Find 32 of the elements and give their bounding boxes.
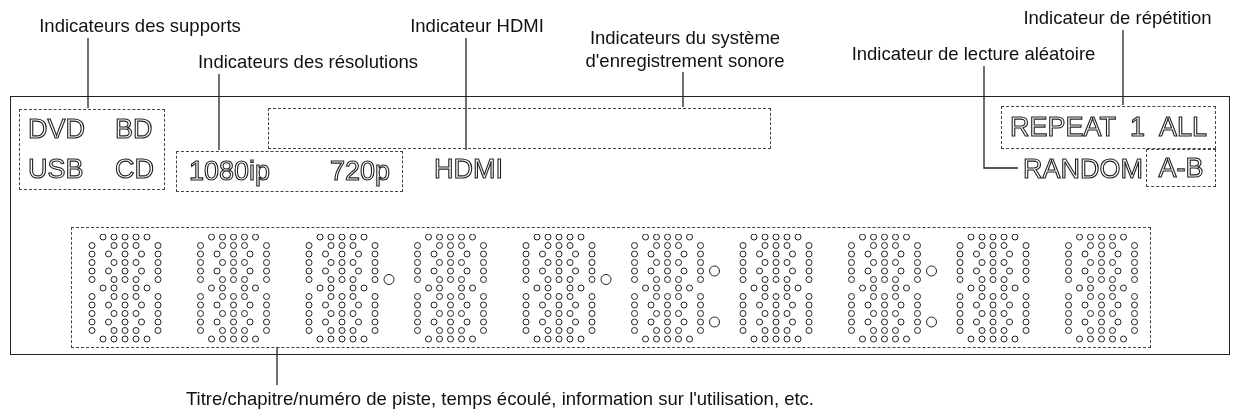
callout-text: Indicateur HDMI bbox=[410, 13, 544, 37]
indicator-group bbox=[268, 108, 771, 149]
indicator-group bbox=[1146, 149, 1216, 187]
leader-line bbox=[276, 346, 278, 386]
callout-text: Indicateurs du système d'enregistrement sonore bbox=[584, 26, 786, 72]
leader-line bbox=[983, 65, 1019, 169]
indicator-text: CD bbox=[115, 155, 155, 183]
indicator-group bbox=[1001, 106, 1216, 149]
leader-line bbox=[682, 71, 684, 108]
indicator-text: DVD bbox=[28, 116, 86, 144]
leader-line bbox=[1122, 29, 1124, 106]
callout-text: Titre/chapitre/numéro de piste, temps écoulé, information sur l'utilisation, etc. bbox=[186, 386, 814, 410]
indicator-group bbox=[19, 109, 165, 190]
indicator-text: ALL bbox=[1158, 114, 1207, 141]
leader-line bbox=[218, 73, 220, 151]
indicator-text: RANDOM bbox=[1023, 155, 1143, 183]
indicator-text: 1 bbox=[1129, 114, 1145, 141]
callout-text: Indicateur de répétition bbox=[1023, 5, 1212, 29]
indicator-text: REPEAT bbox=[1010, 114, 1117, 141]
callout-text: Indicateurs des résolutions bbox=[197, 49, 419, 73]
indicator-text: A-B bbox=[1158, 154, 1204, 182]
indicator-text: HDMI bbox=[434, 155, 503, 183]
callout-text: Indicateur de lecture aléatoire bbox=[851, 41, 1096, 65]
callout-text: Indicateurs des supports bbox=[39, 13, 241, 37]
indicator-text: USB bbox=[28, 155, 85, 183]
indicator-text: 720p bbox=[329, 158, 390, 185]
display-panel bbox=[10, 96, 1230, 355]
leader-line bbox=[465, 37, 467, 151]
indicator-group bbox=[176, 151, 403, 192]
indicator-text: BD bbox=[115, 116, 154, 144]
leader-line bbox=[87, 37, 89, 109]
indicator-text: 1080ip bbox=[189, 158, 271, 185]
